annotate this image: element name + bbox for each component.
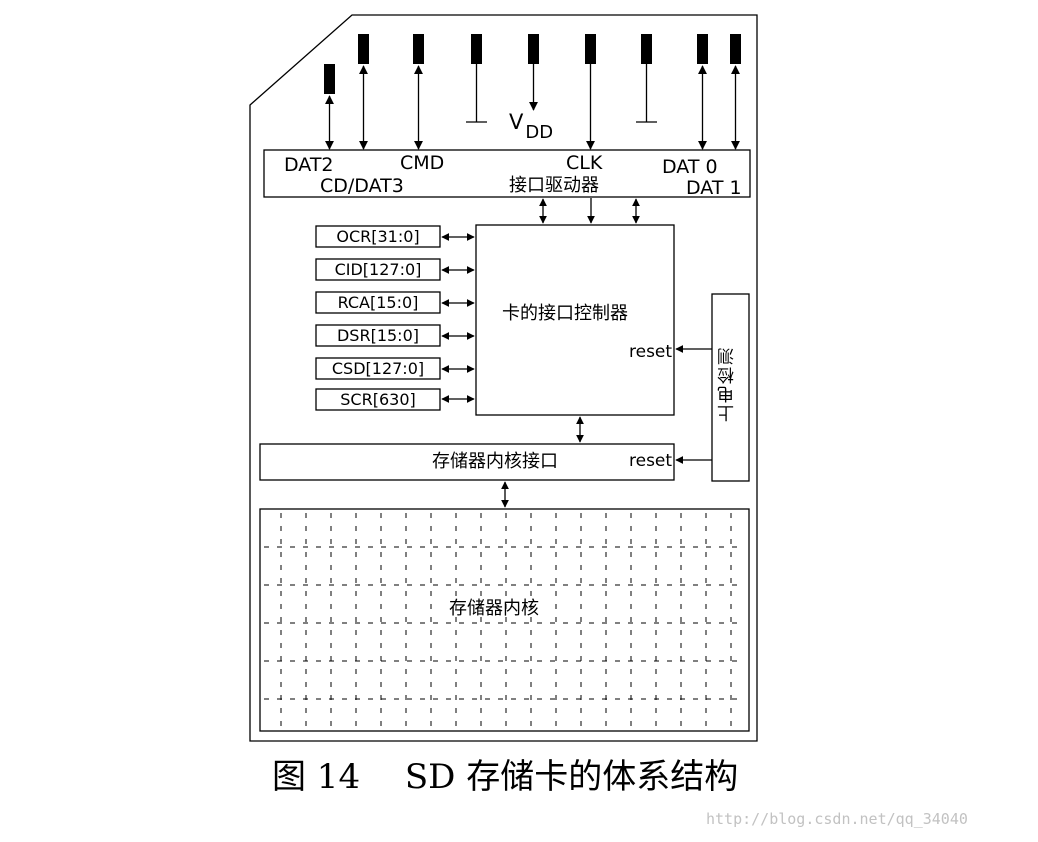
pin-pad-dat2 bbox=[324, 64, 335, 94]
register-box-ocr bbox=[315, 225, 441, 248]
vdd-subscript: DD bbox=[525, 122, 554, 143]
interface-driver-box bbox=[263, 149, 751, 198]
pin-lines bbox=[324, 64, 741, 150]
pin-label-dat0: DAT 0 bbox=[662, 156, 718, 178]
memory-core-grid bbox=[264, 513, 745, 727]
power-detect-label: 上电检测 bbox=[718, 346, 738, 422]
register-label-cid: CID[127:0] bbox=[334, 260, 422, 279]
pin-pad-vdd bbox=[528, 34, 539, 64]
card-controller-label: 卡的接口控制器 bbox=[502, 303, 628, 324]
register-label-csd: CSD[127:0] bbox=[331, 359, 425, 378]
pin-pad-cmd bbox=[413, 34, 424, 64]
register-label-scr: SCR[630] bbox=[340, 390, 416, 409]
register-box-rca bbox=[315, 291, 441, 314]
pin-label-dat2: DAT2 bbox=[284, 154, 334, 176]
pin-label-cd-dat3: CD/DAT3 bbox=[320, 175, 404, 197]
memory-core-box bbox=[259, 508, 750, 732]
pin-pad-dat0 bbox=[697, 34, 708, 64]
pin-label-cmd: CMD bbox=[400, 152, 445, 174]
register-box-cid bbox=[315, 258, 441, 281]
register-box-dsr bbox=[315, 324, 441, 347]
reset-label-memory: reset bbox=[629, 451, 673, 471]
driver-controller-links bbox=[539, 198, 640, 224]
pin-pad-dat1 bbox=[730, 34, 741, 64]
register-label-ocr: OCR[31:0] bbox=[336, 227, 420, 246]
reset-label-controller: reset bbox=[629, 342, 673, 362]
card-outline bbox=[249, 14, 758, 742]
register-boxes bbox=[315, 225, 441, 411]
figure-caption: 图 14 SD 存储卡的体系结构 bbox=[272, 757, 739, 797]
memory-interface-label: 存储器内核接口 bbox=[432, 451, 558, 472]
card-controller-box bbox=[475, 224, 675, 416]
pin-label-clk: CLK bbox=[566, 152, 603, 174]
pin-pad-clk bbox=[585, 34, 596, 64]
register-box-csd bbox=[315, 357, 441, 380]
register-box-scr bbox=[315, 388, 441, 411]
pin-label-dat1: DAT 1 bbox=[686, 177, 742, 199]
vdd-main: V bbox=[509, 110, 524, 134]
power-detect-box bbox=[711, 293, 750, 482]
memory-interface-box bbox=[259, 443, 675, 481]
register-links bbox=[441, 233, 475, 403]
pin-pads bbox=[324, 34, 741, 94]
memory-core-label: 存储器内核 bbox=[449, 598, 539, 619]
reset-lines bbox=[675, 345, 712, 464]
register-label-dsr: DSR[15:0] bbox=[336, 326, 419, 345]
watermark: http://blog.csdn.net/qq_34040 bbox=[706, 810, 968, 828]
register-label-rca: RCA[15:0] bbox=[337, 293, 419, 312]
pin-pad-vss1 bbox=[471, 34, 482, 64]
pin-pad-cd-dat3 bbox=[358, 34, 369, 64]
pin-pad-vss2 bbox=[641, 34, 652, 64]
interface-driver-label: 接口驱动器 bbox=[509, 175, 599, 196]
